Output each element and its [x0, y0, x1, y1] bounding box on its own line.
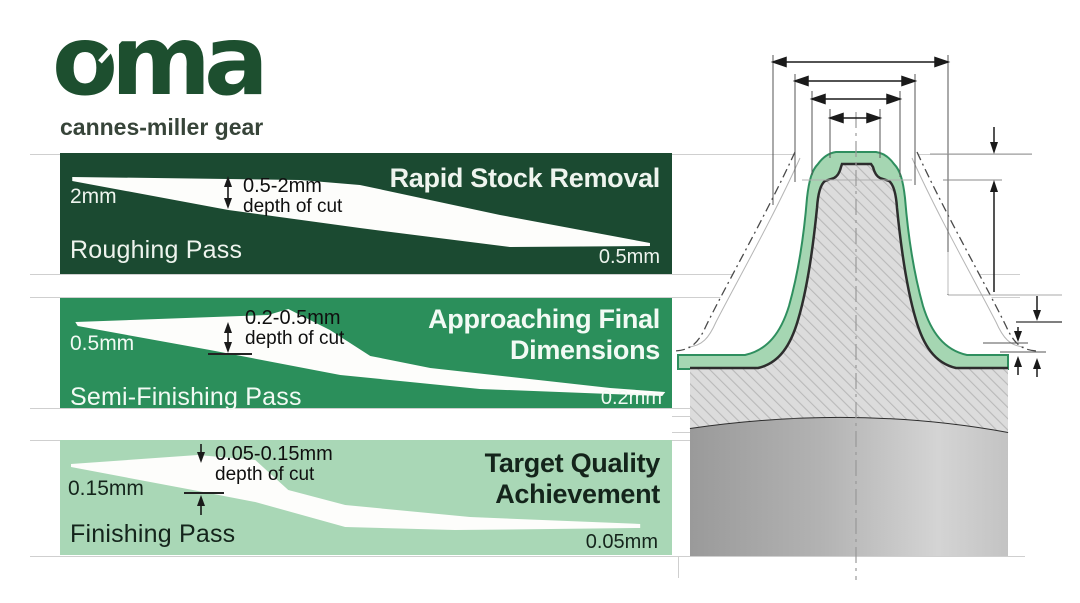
band-title-line: Approaching Final [428, 304, 660, 334]
start-thickness-label: 0.15mm [68, 477, 144, 500]
depth-arrow-down-icon [197, 444, 205, 463]
logo-tagline: cannes-miller gear [60, 114, 264, 140]
gear-body [690, 417, 1008, 556]
stock-outline-dashed [671, 151, 796, 352]
pass-name-label: Semi-Finishing Pass [70, 383, 302, 411]
band-title: Approaching Final Dimensions [320, 304, 660, 367]
band-title-line: Target Quality [484, 448, 661, 478]
logo-wordmark: oma [52, 5, 269, 117]
guide-line [30, 556, 1025, 557]
width-dimension-arrows [770, 56, 951, 124]
band-title: Target Quality Achievement [320, 448, 661, 511]
guide-line [30, 408, 690, 409]
band-roughing: 2mm 0.5-2mm depth of cut Rapid Stock Rem… [60, 153, 672, 274]
band-semifinishing: 0.5mm 0.2-0.5mm depth of cut Approaching… [60, 298, 672, 411]
depth-of-cut-note: 0.2-0.5mm depth of cut [245, 307, 344, 350]
company-logo: oma cannes-miller gear [52, 5, 372, 148]
depth-tick-line [208, 353, 252, 355]
guide-line [678, 556, 679, 578]
depth-caption: depth of cut [243, 196, 343, 217]
start-thickness-label: 2mm [70, 185, 117, 208]
depth-of-cut-note: 0.05-0.15mm depth of cut [215, 443, 333, 486]
band-title-line: Achievement [495, 479, 660, 510]
gear-tooth-diagram [671, 55, 1062, 580]
band-title-line: Rapid Stock Removal [389, 163, 661, 193]
depth-arrow-up-icon [197, 495, 205, 515]
guide-line [30, 297, 1020, 298]
depth-caption: depth of cut [245, 328, 345, 349]
band-title-line: Dimensions [509, 335, 660, 366]
width-dimensions [772, 55, 949, 295]
band-title: Rapid Stock Removal [320, 163, 661, 194]
depth-range-label: 0.05-0.15mm [215, 443, 333, 465]
finished-tooth [690, 164, 1008, 433]
pass-name-label: Finishing Pass [70, 520, 236, 548]
stock-outline-dashed [916, 151, 1041, 352]
band-finishing: 0.15mm 0.05-0.15mm depth of cut Target Q… [60, 440, 672, 555]
end-thickness-label: 0.05mm [585, 531, 658, 553]
depth-tick-line [184, 492, 224, 494]
end-thickness-label: 0.2mm [600, 387, 662, 409]
depth-arrow-icon [224, 176, 232, 209]
height-dimensions [930, 127, 1062, 377]
depth-range-label: 0.5-2mm [243, 175, 322, 197]
depth-caption: depth of cut [215, 464, 315, 485]
depth-arrow-icon [224, 322, 232, 353]
intermediate-profile [911, 157, 1025, 348]
depth-of-cut-note: 0.5-2mm depth of cut [243, 175, 342, 218]
end-thickness-label: 0.5mm [598, 246, 660, 268]
intermediate-profile [687, 157, 801, 348]
guide-line [30, 274, 1020, 275]
depth-range-label: 0.2-0.5mm [245, 307, 341, 329]
pass-name-label: Roughing Pass [70, 236, 243, 264]
start-thickness-label: 0.5mm [70, 332, 135, 355]
